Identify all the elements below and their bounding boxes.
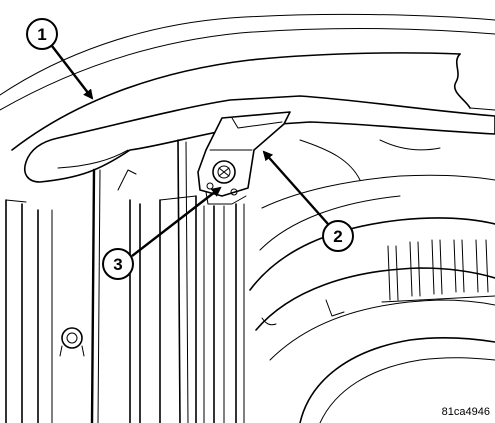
callout-3-circle — [102, 248, 134, 280]
grommet — [59, 327, 85, 357]
callout-1: 1 — [26, 18, 94, 100]
mounting-bolt — [206, 160, 238, 196]
door-opening — [249, 174, 495, 423]
figure-code: 81ca4946 — [442, 406, 490, 418]
callout-1-circle — [26, 18, 58, 50]
callout-2-label: 2 — [333, 227, 342, 246]
callout-2-circle — [322, 220, 354, 252]
vent-grille — [381, 239, 495, 303]
roof-rail-trim — [24, 95, 495, 183]
callout-1-label: 1 — [37, 25, 46, 44]
callout-3-label: 3 — [113, 255, 122, 274]
body-pillars — [5, 139, 245, 423]
callout-2: 2 — [262, 150, 354, 252]
callout-3: 3 — [102, 186, 222, 280]
interior-details — [261, 139, 441, 326]
